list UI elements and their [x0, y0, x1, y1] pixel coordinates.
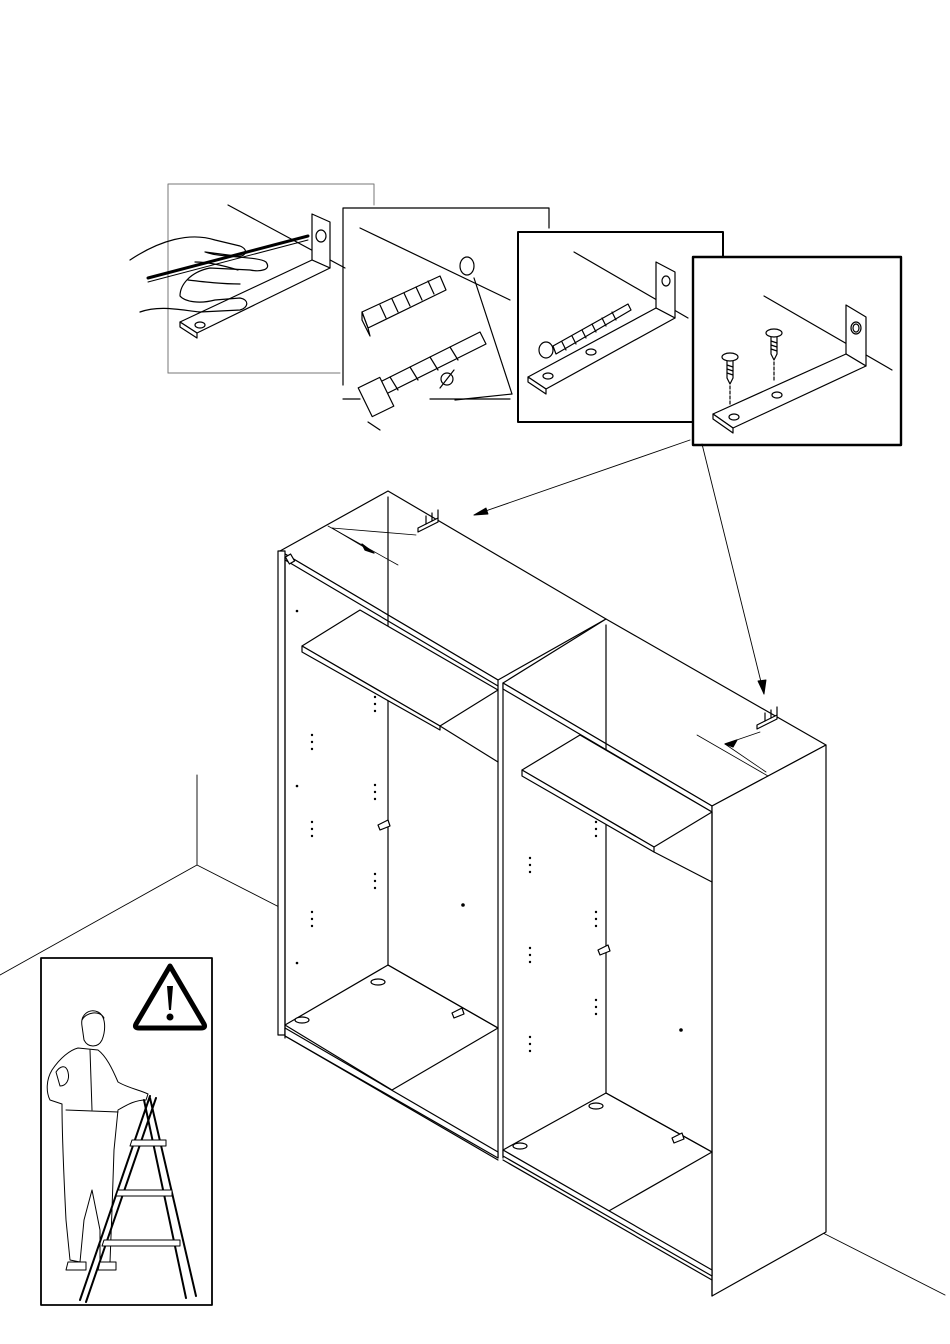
step-panel-screw-cabinet	[693, 257, 901, 445]
right-cabinet	[503, 619, 826, 1296]
drill-bit-icon	[358, 332, 486, 430]
wall-plug-icon	[362, 276, 446, 336]
left-cabinet	[278, 491, 606, 1160]
warning-panel	[41, 958, 212, 1305]
diameter-symbol-icon	[440, 370, 454, 388]
step-panel-mark	[130, 184, 374, 373]
